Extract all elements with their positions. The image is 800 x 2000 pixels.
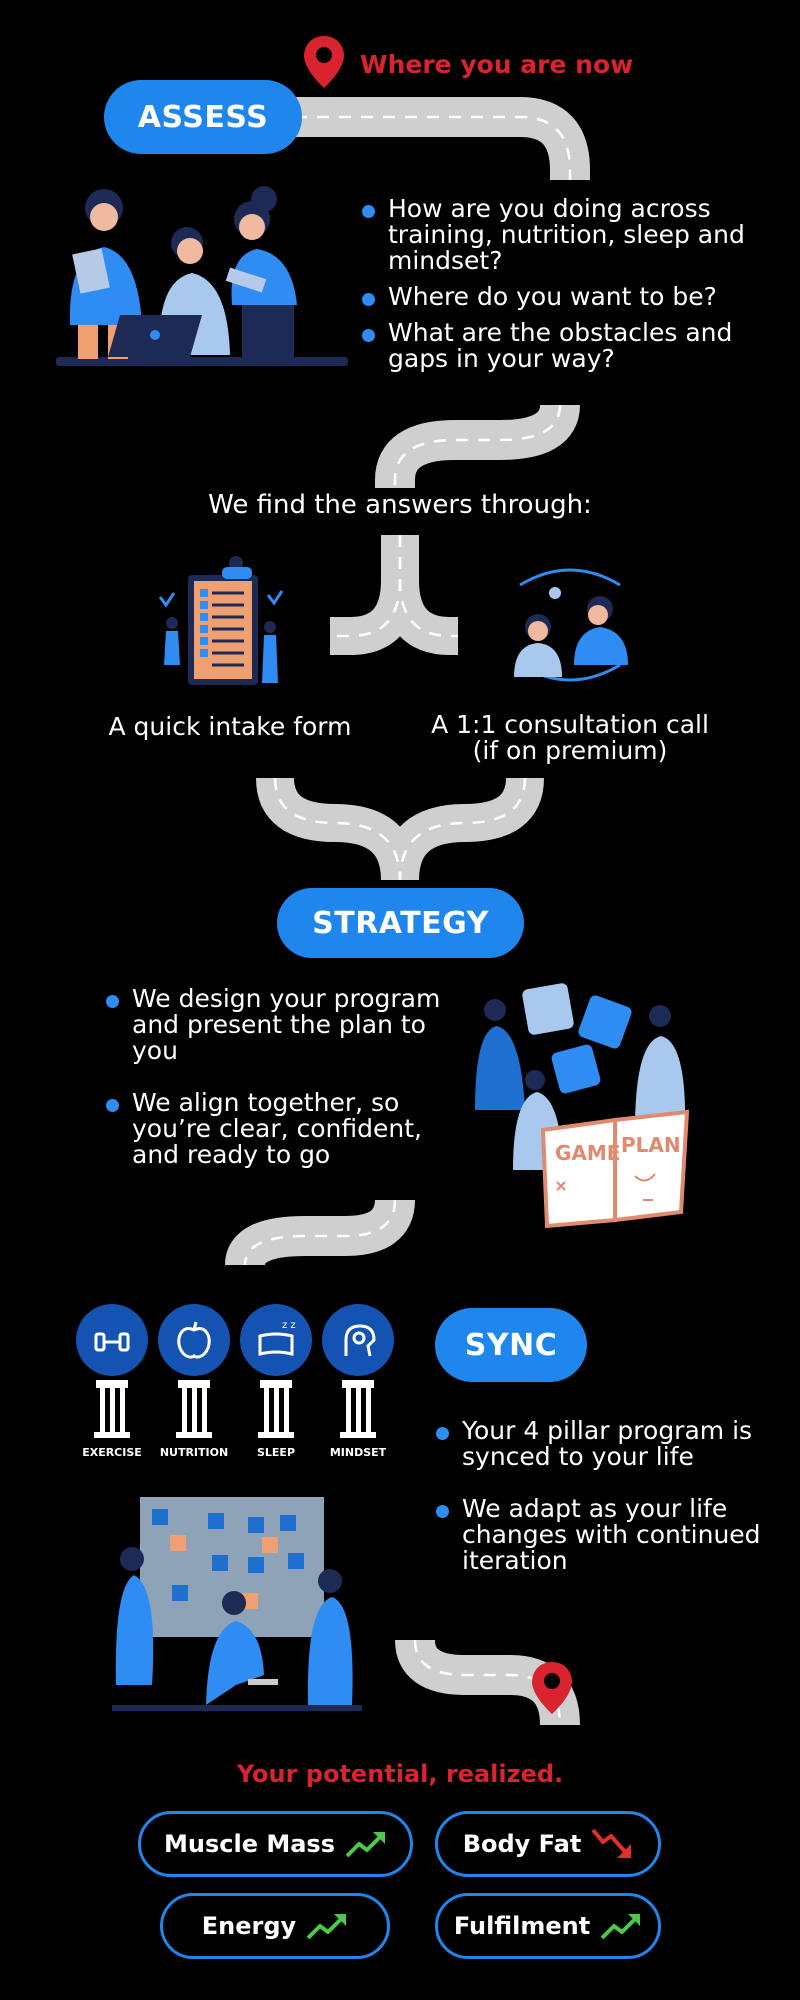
trend-up-icon <box>306 1914 347 1940</box>
assess-bullet: What are the obstacles and gaps in your … <box>360 320 750 372</box>
stat-energy: Energy <box>160 1893 390 1959</box>
apple-icon <box>177 1321 211 1359</box>
sync-bullet: We adapt as your life changes with conti… <box>434 1496 764 1574</box>
team-laptop-illustration <box>56 186 348 366</box>
strategy-bullet-list: We design your program and present the p… <box>104 986 464 1178</box>
assess-badge: ASSESS <box>104 80 302 154</box>
trend-up-icon <box>345 1832 385 1858</box>
book-text-game: GAME <box>555 1141 620 1165</box>
dumbbell-icon <box>94 1332 130 1352</box>
stat-label: Muscle Mass <box>164 1830 335 1858</box>
consultation-label-line1: A 1:1 consultation call <box>431 710 709 739</box>
pillar-label-exercise: EXERCISE <box>82 1446 142 1459</box>
stat-label: Body Fat <box>462 1830 582 1858</box>
game-plan-illustration: GAME PLAN <box>475 983 690 1229</box>
stat-label: Energy <box>201 1912 297 1940</box>
assess-bullet: How are you doing across training, nutri… <box>360 196 750 274</box>
intake-form-illustration <box>158 556 284 685</box>
stat-fulfilment: Fulfilment <box>435 1893 661 1959</box>
pillar-label-sleep: SLEEP <box>256 1446 296 1459</box>
consultation-illustration <box>514 568 628 682</box>
consultation-label-line2: (if on premium) <box>472 736 668 765</box>
intake-form-label: A quick intake form <box>108 712 352 741</box>
potential-realized-title: Your potential, realized. <box>236 1760 564 1788</box>
destination-map-pin-icon <box>532 1662 572 1714</box>
pillar-label-mindset: MINDSET <box>329 1446 387 1459</box>
strategy-bullet: We design your program and present the p… <box>104 986 464 1064</box>
find-answers-heading: We find the answers through: <box>208 490 592 520</box>
map-pin-icon <box>304 36 344 88</box>
pillow-icon: z z <box>258 1320 296 1356</box>
assess-bullet-list: How are you doing across training, nutri… <box>360 196 750 382</box>
whiteboard-team-illustration <box>112 1497 362 1711</box>
pillars-illustration: z z <box>76 1304 394 1438</box>
sync-bullet: Your 4 pillar program is synced to your … <box>434 1418 764 1470</box>
stat-label: Fulfilment <box>453 1912 591 1940</box>
strategy-badge: STRATEGY <box>277 888 524 958</box>
sync-badge: SYNC <box>435 1308 587 1382</box>
pillar-label-nutrition: NUTRITION <box>159 1446 229 1459</box>
where-you-are-now-label: Where you are now <box>360 50 634 79</box>
book-text-plan: PLAN <box>621 1133 681 1157</box>
assess-bullet: Where do you want to be? <box>360 284 750 310</box>
brain-icon <box>344 1324 376 1357</box>
sync-bullet-list: Your 4 pillar program is synced to your … <box>434 1418 764 1584</box>
trend-up-icon <box>600 1914 641 1940</box>
stat-muscle-mass: Muscle Mass <box>138 1811 413 1877</box>
strategy-bullet: We align together, so you’re clear, conf… <box>104 1090 464 1168</box>
svg-text:z z: z z <box>282 1320 296 1331</box>
trend-down-icon <box>591 1828 632 1858</box>
stat-body-fat: Body Fat <box>435 1811 661 1877</box>
